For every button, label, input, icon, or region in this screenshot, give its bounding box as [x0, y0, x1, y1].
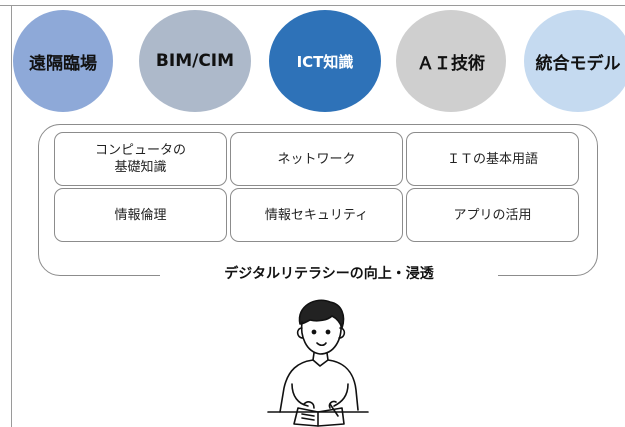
- topic-network[interactable]: ネットワーク: [230, 132, 403, 186]
- digital-literacy-caption: デジタルリテラシーの向上・浸透: [224, 266, 434, 282]
- person-studying-icon: [267, 299, 369, 427]
- circle-bim-cim[interactable]: BIM/CIM: [139, 10, 251, 112]
- topic-information-ethics[interactable]: 情報倫理: [54, 188, 227, 242]
- topic-information-security[interactable]: 情報セキュリティ: [230, 188, 403, 242]
- topic-it-terms[interactable]: ＩＴの基本用語: [406, 132, 579, 186]
- circle-ict-knowledge[interactable]: ICT知識: [269, 10, 381, 112]
- circle-remote-site[interactable]: 遠隔臨場: [13, 10, 113, 112]
- frame-left-border: [11, 5, 12, 427]
- category-circles: 遠隔臨場 BIM/CIM ICT知識 ＡＩ技術 統合モデル: [0, 0, 625, 120]
- circle-ai-technology[interactable]: ＡＩ技術: [396, 10, 506, 112]
- circle-integrated-model[interactable]: 統合モデル: [524, 10, 625, 112]
- frame-top-border: [0, 5, 625, 6]
- topic-app-usage[interactable]: アプリの活用: [406, 188, 579, 242]
- topic-computer-basics[interactable]: コンピュータの 基礎知識: [54, 132, 227, 186]
- container-gap: [160, 264, 498, 284]
